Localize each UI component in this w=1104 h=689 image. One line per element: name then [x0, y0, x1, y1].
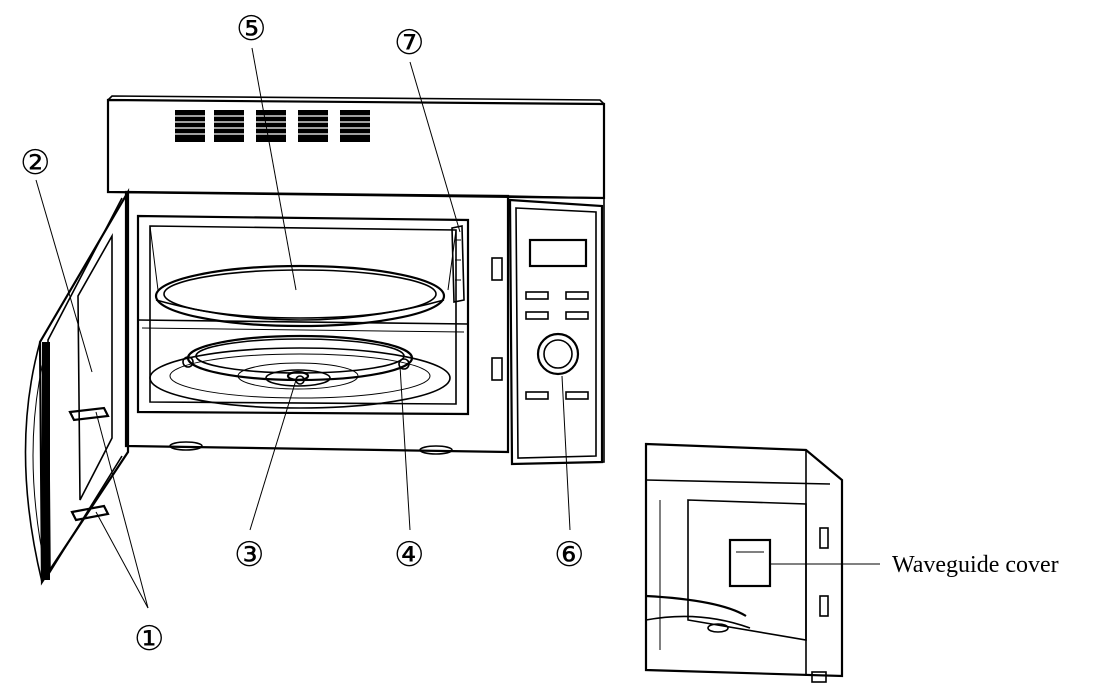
glass-tray [154, 264, 446, 328]
door [24, 187, 130, 586]
callout-7: ⑦ [394, 25, 424, 62]
microwave-body [106, 95, 606, 465]
top-vents [175, 110, 370, 142]
callout-6: ⑥ [554, 537, 584, 574]
leader-lines [35, 47, 571, 609]
callout-3: ③ [234, 537, 264, 574]
control-panel [508, 198, 604, 466]
callout-4: ④ [394, 537, 424, 574]
callout-5: ⑤ [236, 11, 266, 48]
callout-numbers: ⑤ ⑦ ② ③ ④ ⑥ ① [20, 11, 584, 658]
callout-1: ① [134, 621, 164, 658]
oven-cavity [136, 214, 470, 416]
callout-2: ② [20, 145, 50, 182]
roller-ring [182, 334, 414, 385]
inset-view [644, 442, 844, 683]
turntable-coupling [237, 362, 359, 390]
waveguide-cover-part [451, 225, 465, 303]
door-hinge-slots [491, 257, 503, 381]
waveguide-cover-label: Waveguide cover [892, 552, 1059, 578]
